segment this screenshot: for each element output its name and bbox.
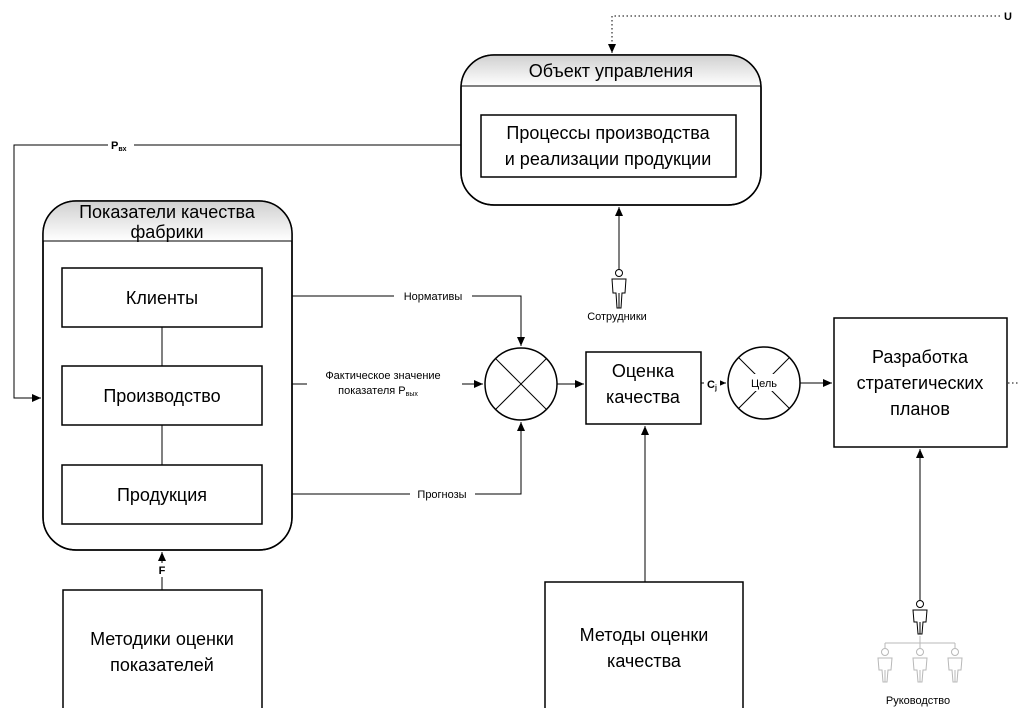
p-in-label: Pвх [111,140,127,153]
item-clients-label: Клиенты [126,288,198,308]
strategy-line-3: планов [890,399,950,419]
employees-label: Сотрудники [587,311,647,323]
goal-circle: Цель [727,346,801,420]
employee-person-icon [611,269,627,309]
f-label: F [159,565,166,577]
goal-label: Цель [751,378,777,390]
indicator-methods-line-2: показателей [110,655,214,675]
strategy-line-2: стратегических [857,373,984,393]
strategic-planning-box: Разработка стратегических планов [833,317,1008,448]
u-feedback-line [608,15,1000,53]
actual-value-label-1: Фактическое значение [325,370,440,382]
quality-methods-line-2: качества [607,651,682,671]
item-products-label: Продукция [117,485,207,505]
norms-arrow [292,295,525,346]
comparator-circle [484,347,558,421]
quality-title-line-1: Показатели качества [79,202,256,222]
assessment-line-2: качества [606,387,681,407]
item-products-box [61,464,263,525]
assessment-line-1: Оценка [612,361,675,381]
u-label: U [1004,11,1012,23]
process-line-2: и реализации продукции [505,149,712,169]
subordinate-person-icon [877,648,893,683]
quality-methods-line-1: Методы оценки [580,625,709,645]
strategy-line-1: Разработка [872,347,969,367]
quality-indicators-block: Показатели качества фабрики Клиенты Прои… [42,200,293,551]
item-production-box [61,365,263,426]
quality-title-line-2: фабрики [130,222,203,242]
item-clients-box [61,267,263,328]
subordinate-person-icon [947,648,963,683]
process-line-1: Процессы производства [506,123,710,143]
p-input-line [13,144,461,402]
production-process-box [480,114,737,178]
actual-value-label-2: показателя Pвых [338,385,418,398]
object-block-title: Объект управления [529,61,693,81]
forecasts-arrow [292,422,525,495]
object-of-management-block: Объект управления Процессы производства … [460,54,762,206]
quality-methods-box: Методы оценки качества [544,581,744,708]
management-label: Руководство [886,695,950,707]
cj-label: Cj [707,379,717,392]
quality-assessment-box: Оценка качества [585,351,702,425]
connector-labels: U Pвх Нормативы Фактическое значение пок… [108,11,1012,577]
management-person-icon [912,600,928,635]
forecasts-label: Прогнозы [417,489,466,501]
management-hierarchy-lines [884,636,956,648]
indicator-methods-line-1: Методики оценки [90,629,234,649]
indicator-methods-box: Методики оценки показателей [62,589,263,708]
subordinate-person-icon [912,648,928,683]
norms-label: Нормативы [404,291,463,303]
item-production-label: Производство [103,386,220,406]
